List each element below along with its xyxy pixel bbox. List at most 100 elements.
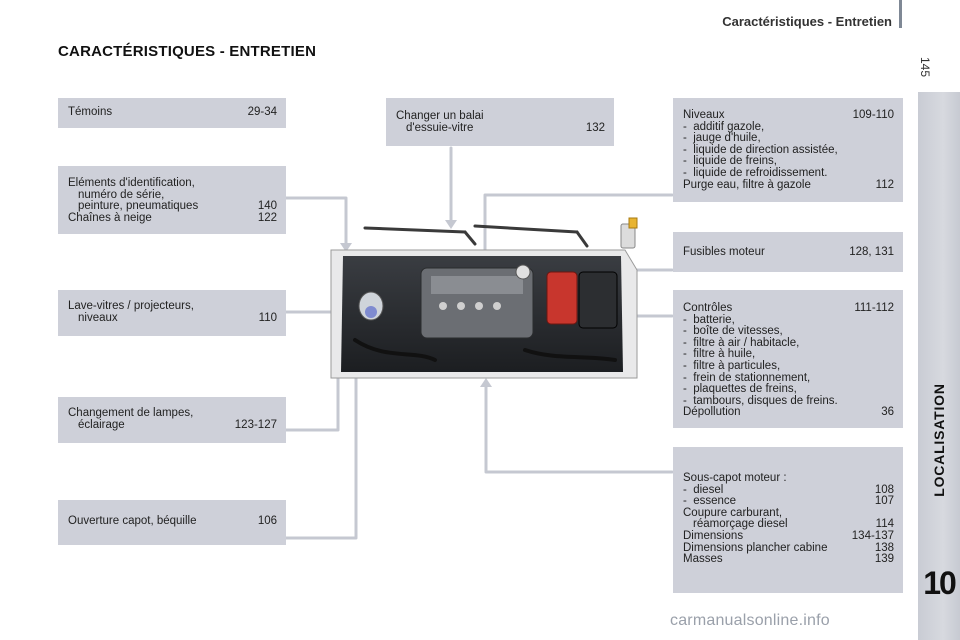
arrow-sous-capot <box>480 378 492 387</box>
box-row-label: - tambours, disques de freins. <box>683 394 838 407</box>
box-row-page-ref: 132 <box>585 121 605 134</box>
box-row-label: Dimensions <box>683 529 744 542</box>
box-row: - tambours, disques de freins. <box>683 394 894 408</box>
box-row: - additif gazole, <box>683 120 894 134</box>
box-row: - batterie, <box>683 313 894 327</box>
info-box-controles: Contrôles 111-112 - batterie,- boîte de vi… <box>673 290 903 428</box>
chapter-sidebar <box>918 92 960 640</box>
box-row-label: Changer un balai <box>396 110 484 122</box>
box-row: - essence 107 <box>683 496 894 508</box>
box-row: Contrôles 111-112 <box>683 302 894 315</box>
box-row-label: peinture, pneumatiques <box>78 200 199 213</box>
box-row: - frein de stationnement, <box>683 371 894 385</box>
box-row: - plaquettes de freins, <box>683 384 894 396</box>
arrow-elements-id <box>340 243 352 252</box>
box-row-label: Contrôles <box>683 302 733 314</box>
box-row-label: - jauge d'huile, <box>683 132 761 145</box>
box-row-page-ref: 107 <box>874 495 894 508</box>
box-row-label: - liquide de refroidissement. <box>683 166 828 179</box>
box-row-label: numéro de série, <box>78 188 165 201</box>
box-row: Fusibles moteur 128, 131 <box>683 246 894 259</box>
box-row: - filtre à air / habitacle, <box>683 337 894 350</box>
box-row: peinture, pneumatiques 140 <box>68 201 277 213</box>
running-header-title: Caractéristiques - Entretien <box>722 14 892 29</box>
box-row-label: Eléments d'identification, <box>68 177 195 189</box>
header-rule <box>899 0 902 28</box>
box-row-label: Dépollution <box>683 406 741 419</box>
box-row-label: éclairage <box>78 418 125 431</box>
box-row-page-ref: 138 <box>874 541 894 554</box>
box-row-page-ref: 29-34 <box>247 106 277 118</box>
info-box-lave-vitres: Lave-vitres / projecteurs,niveaux 110 <box>58 290 286 336</box>
box-row: Sous-capot moteur : <box>683 472 894 485</box>
box-row: - boîte de vitesses, <box>683 326 894 338</box>
box-row: - liquide de direction assistée, <box>683 143 894 157</box>
page-title: CARACTÉRISTIQUES - ENTRETIEN <box>58 43 317 60</box>
info-box-fusibles-moteur: Fusibles moteur 128, 131 <box>673 232 903 272</box>
box-row-page-ref: 123-127 <box>234 418 277 431</box>
box-row-label: Fusibles moteur <box>683 246 765 258</box>
box-row-label: - plaquettes de freins, <box>683 383 797 396</box>
box-row: niveaux 110 <box>68 311 277 325</box>
box-row: Ouverture capot, béquille 106 <box>68 515 277 528</box>
box-row-label: - liquide de freins, <box>683 155 777 168</box>
box-row-page-ref: 140 <box>257 200 277 213</box>
box-row-label: - diesel <box>683 483 724 496</box>
box-row: Changer un balai <box>396 110 605 123</box>
box-row-page-ref: 114 <box>875 518 894 531</box>
box-row-page-ref: 109-110 <box>852 109 894 121</box>
box-row-page-ref: 110 <box>258 311 277 324</box>
box-row: Lave-vitres / projecteurs, <box>68 300 277 313</box>
box-row: - jauge d'huile, <box>683 133 894 145</box>
info-box-elements-identification: Eléments d'identification,numéro de séri… <box>58 166 286 234</box>
box-row-label: réamorçage diesel <box>693 518 788 531</box>
connector-lampes <box>284 353 340 432</box>
box-row-label: Sous-capot moteur : <box>683 472 787 484</box>
box-row-label: d'essuie-vitre <box>406 121 474 134</box>
box-row: Dimensions 134-137 <box>683 529 894 543</box>
watermark: carmanualsonline.info <box>670 612 830 629</box>
box-row: Dimensions plancher cabine 138 <box>683 541 894 555</box>
box-row-page-ref: 128, 131 <box>849 246 894 258</box>
arrow-balai <box>445 220 457 229</box>
box-row-page-ref: 36 <box>881 406 894 419</box>
box-row-page-ref: 106 <box>257 515 277 527</box>
info-box-temoins: Témoins 29-34 <box>58 98 286 128</box>
box-row-label: Coupure carburant, <box>683 506 783 519</box>
info-box-ouverture-capot: Ouverture capot, béquille 106 <box>58 500 286 545</box>
box-row: réamorçage diesel 114 <box>683 519 894 531</box>
brake-fluid-cap <box>515 264 531 280</box>
box-row-label: - filtre à particules, <box>683 359 781 372</box>
box-row-label: Lave-vitres / projecteurs, <box>68 300 194 312</box>
box-row: éclairage 123-127 <box>68 418 277 432</box>
box-row-label: - liquide de direction assistée, <box>683 143 838 156</box>
box-row-label: Masses <box>683 553 723 566</box>
box-row-label: - batterie, <box>683 313 735 326</box>
box-row: Coupure carburant, <box>683 506 894 520</box>
box-row-label: Témoins <box>68 106 113 118</box>
box-row-label: - filtre à huile, <box>683 348 756 361</box>
box-row-page-ref: 122 <box>257 211 277 224</box>
box-row-page-ref: 139 <box>874 553 894 566</box>
box-row-label: Chaînes à neige <box>68 211 152 224</box>
fuse-icon <box>620 217 638 249</box>
box-row-page-ref: 134-137 <box>851 529 894 542</box>
box-row-label: Dimensions plancher cabine <box>683 541 828 554</box>
box-row-page-ref: 111-112 <box>854 302 894 314</box>
chapter-number: 10 <box>923 565 957 601</box>
connector-sous-capot <box>484 383 674 474</box>
engine-bay-illustration <box>330 217 638 379</box>
box-row-label: - frein de stationnement, <box>683 371 811 384</box>
box-row-label: - essence <box>683 495 737 508</box>
box-row-label: niveaux <box>78 311 118 324</box>
box-row-label: - additif gazole, <box>683 120 765 133</box>
connector-capot <box>284 363 477 540</box>
box-row: - filtre à huile, <box>683 349 894 361</box>
box-row-label: Ouverture capot, béquille <box>68 515 197 527</box>
box-row: - liquide de freins, <box>683 156 894 168</box>
box-row: Chaînes à neige 122 <box>68 211 277 225</box>
